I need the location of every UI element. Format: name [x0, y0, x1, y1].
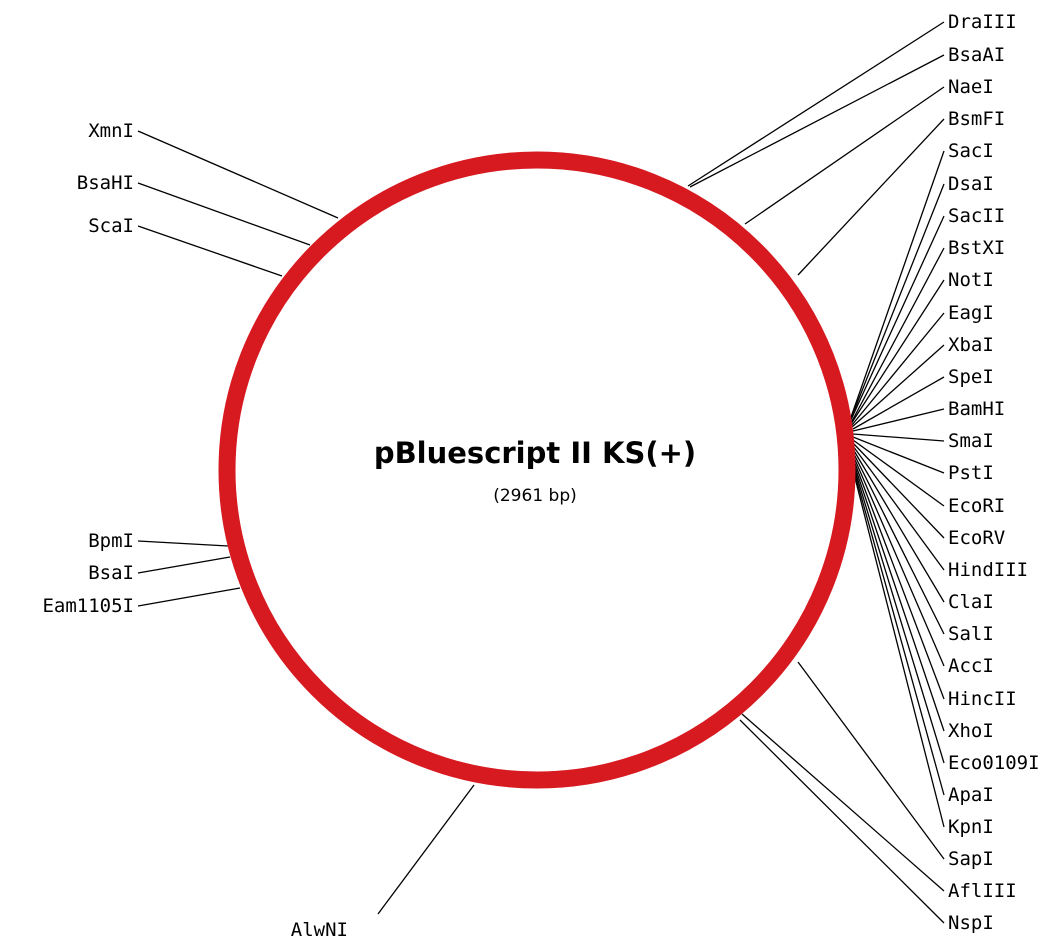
leader-line: [852, 457, 945, 700]
site-label: DsaI: [948, 173, 994, 195]
site-label: AlwNI: [291, 919, 348, 941]
leader-line: [687, 21, 945, 187]
leader-line: [852, 469, 945, 828]
site-label: HincII: [948, 688, 1017, 710]
site-label: BamHI: [948, 398, 1005, 420]
site-label: BsaAI: [948, 44, 1005, 66]
leader-line: [852, 454, 945, 667]
leader-line: [739, 719, 945, 924]
leader-line: [850, 247, 945, 424]
leader-line: [852, 445, 945, 571]
site-label: XmnI: [88, 120, 134, 142]
site-label: KpnI: [948, 816, 994, 838]
site-label: NspI: [948, 912, 994, 934]
site-label: SacII: [948, 205, 1005, 227]
leader-line: [849, 150, 945, 421]
site-label: NotI: [948, 269, 994, 291]
leader-line: [852, 376, 945, 430]
leader-line: [137, 225, 283, 277]
leader-line: [689, 54, 945, 188]
site-label: SapI: [948, 848, 994, 870]
leader-line: [850, 279, 945, 425]
site-label: BstXI: [948, 237, 1005, 259]
site-label: EcoRI: [948, 495, 1005, 517]
leader-line: [137, 556, 231, 574]
site-label: Eco0109I: [948, 752, 1040, 774]
leader-line: [741, 713, 945, 892]
site-label: EagI: [948, 302, 994, 324]
site-label: AccI: [948, 655, 994, 677]
leader-line: [852, 439, 945, 507]
plasmid-ring: [218, 151, 856, 789]
leader-line: [851, 312, 945, 426]
site-label: ClaI: [948, 591, 994, 613]
site-label: AflIII: [948, 880, 1017, 902]
leader-line: [137, 130, 339, 219]
site-label: BsaHI: [77, 172, 134, 194]
site-label: PstI: [948, 462, 994, 484]
leader-line: [849, 183, 945, 422]
leader-line: [137, 540, 229, 547]
leader-line: [849, 215, 945, 423]
leader-line: [797, 661, 945, 860]
plasmid-name: pBluescript II KS(+): [374, 436, 696, 470]
site-label: BpmI: [88, 530, 134, 552]
site-labels: DraIII BsaAI NaeI BsmFI SacI DsaI SacII BstXI No…: [42, 11, 1039, 941]
plasmid-size: (2961 bp): [493, 486, 577, 506]
site-label: Eam1105I: [42, 595, 134, 617]
site-label: NaeI: [948, 76, 994, 98]
site-label: BsaI: [88, 562, 134, 584]
site-label: ScaI: [88, 215, 134, 237]
site-label: HindIII: [948, 559, 1028, 581]
site-label: XbaI: [948, 334, 994, 356]
leader-line: [852, 448, 945, 603]
site-label: DraIII: [948, 11, 1017, 33]
leader-line: [797, 118, 945, 276]
site-label: SalI: [948, 623, 994, 645]
leader-line: [851, 344, 945, 428]
site-label: EcoRV: [948, 527, 1005, 549]
leader-line: [852, 460, 945, 732]
site-label: XhoI: [948, 720, 994, 742]
leader-line: [744, 86, 945, 225]
site-label: SpeI: [948, 366, 994, 388]
leader-line: [852, 408, 945, 432]
site-label: BsmFI: [948, 108, 1005, 130]
leader-line: [852, 451, 945, 635]
leader-lines: [137, 21, 945, 924]
site-label: ApaI: [948, 784, 994, 806]
leader-line: [852, 466, 945, 796]
leader-line: [852, 442, 945, 539]
leader-line: [852, 436, 945, 474]
leader-line: [377, 784, 475, 915]
site-label: SacI: [948, 140, 994, 162]
leader-line: [137, 182, 311, 246]
leader-line: [852, 433, 945, 442]
leader-line: [137, 587, 241, 607]
leader-line: [852, 463, 945, 764]
site-label: SmaI: [948, 430, 994, 452]
